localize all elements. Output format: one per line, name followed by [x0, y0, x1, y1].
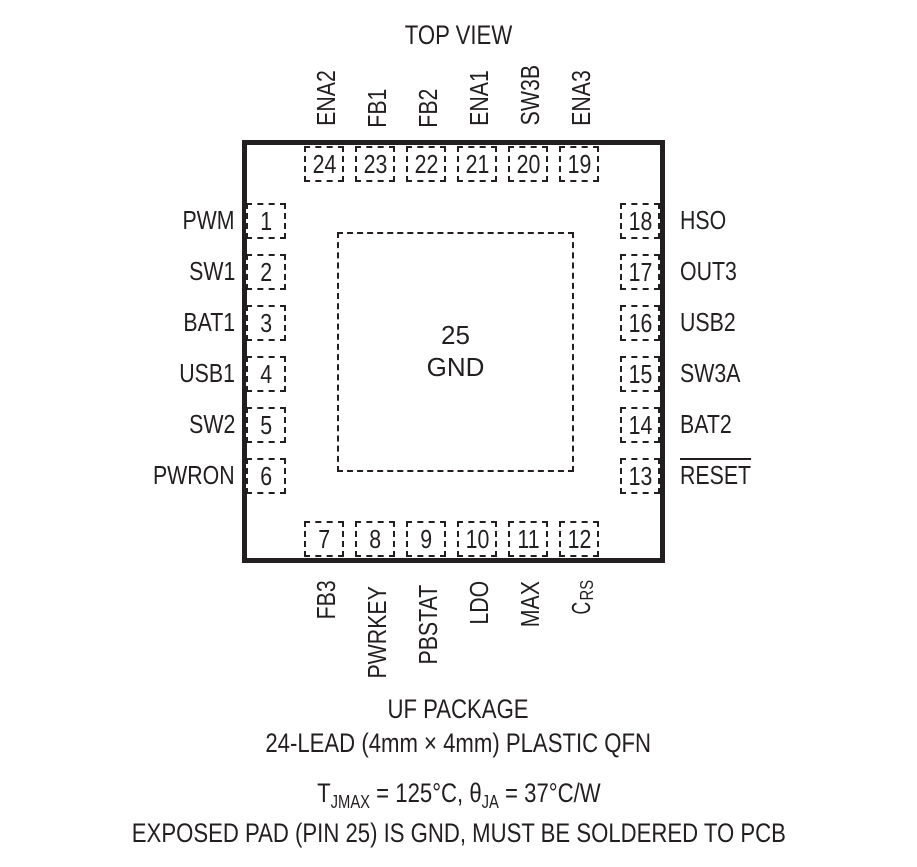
pin-17: 17: [620, 254, 660, 290]
pin-23: 23: [355, 146, 395, 182]
pin-label-1: PWM: [182, 205, 235, 235]
pin-label-9: PBSTAT: [413, 584, 443, 665]
pin-6: 6: [246, 458, 286, 494]
exposed-pad: [337, 232, 574, 472]
exposed-pad-number: 25: [441, 320, 470, 350]
pin-13: 13: [620, 458, 660, 494]
pin-14: 14: [620, 407, 660, 443]
pin-2: 2: [246, 254, 286, 290]
pin-label-23: FB1: [362, 88, 392, 128]
exposed-pad-name: GND: [426, 352, 485, 382]
pin-label-10: LDO: [464, 580, 494, 625]
package-name: UF PACKAGE: [387, 694, 530, 724]
pin-7: 7: [304, 521, 344, 557]
pin-24: 24: [304, 146, 344, 182]
pin-20: 20: [508, 146, 548, 182]
pin-label-8: PWRKEY: [362, 586, 392, 679]
pin-label-6: PWRON: [153, 460, 235, 490]
pin-11: 11: [508, 521, 548, 557]
package-description: 24-LEAD (4mm × 4mm) PLASTIC QFN: [265, 728, 652, 758]
pin-label-7: FB3: [311, 580, 341, 620]
diagram-title: TOP VIEW: [404, 20, 513, 50]
pin-label-22: FB2: [413, 88, 443, 128]
pin-19: 19: [559, 146, 599, 182]
pin-5: 5: [246, 407, 286, 443]
pin-label-5: SW2: [188, 409, 235, 439]
pin-label-21: ENA1: [464, 70, 494, 126]
pin-label-4: USB1: [179, 358, 235, 388]
pin-1: 1: [246, 203, 286, 239]
pin-label-11: MAX: [515, 581, 545, 628]
pin-label-20: SW3B: [515, 64, 545, 126]
pin-label-17: OUT3: [680, 256, 737, 286]
thermal-spec: TJMAX = 125°C, θJA = 37°C/W: [316, 778, 601, 812]
pin-12: 12: [559, 521, 599, 557]
pin-label-14: BAT2: [680, 409, 732, 439]
pin-label-16: USB2: [680, 307, 736, 337]
exposed-pad-note: EXPOSED PAD (PIN 25) IS GND, MUST BE SOL…: [131, 818, 786, 848]
pin-15: 15: [620, 356, 660, 392]
pin-16: 16: [620, 305, 660, 341]
pin-label-12: CRS: [566, 579, 597, 615]
pin-18: 18: [620, 203, 660, 239]
pin-22: 22: [406, 146, 446, 182]
pin-9: 9: [406, 521, 446, 557]
pin-label-19: ENA3: [566, 70, 596, 126]
pin-10: 10: [457, 521, 497, 557]
pin-21: 21: [457, 146, 497, 182]
pin-4: 4: [246, 356, 286, 392]
pin-label-3: BAT1: [183, 307, 235, 337]
pin-3: 3: [246, 305, 286, 341]
pin-label-2: SW1: [188, 256, 235, 286]
pin-label-18: HSO: [680, 205, 727, 235]
pin-8: 8: [355, 521, 395, 557]
pin-label-13: RESET: [680, 460, 752, 490]
pin-label-15: SW3A: [680, 358, 741, 388]
pin-label-24: ENA2: [311, 70, 341, 126]
package-outline: [242, 140, 665, 563]
